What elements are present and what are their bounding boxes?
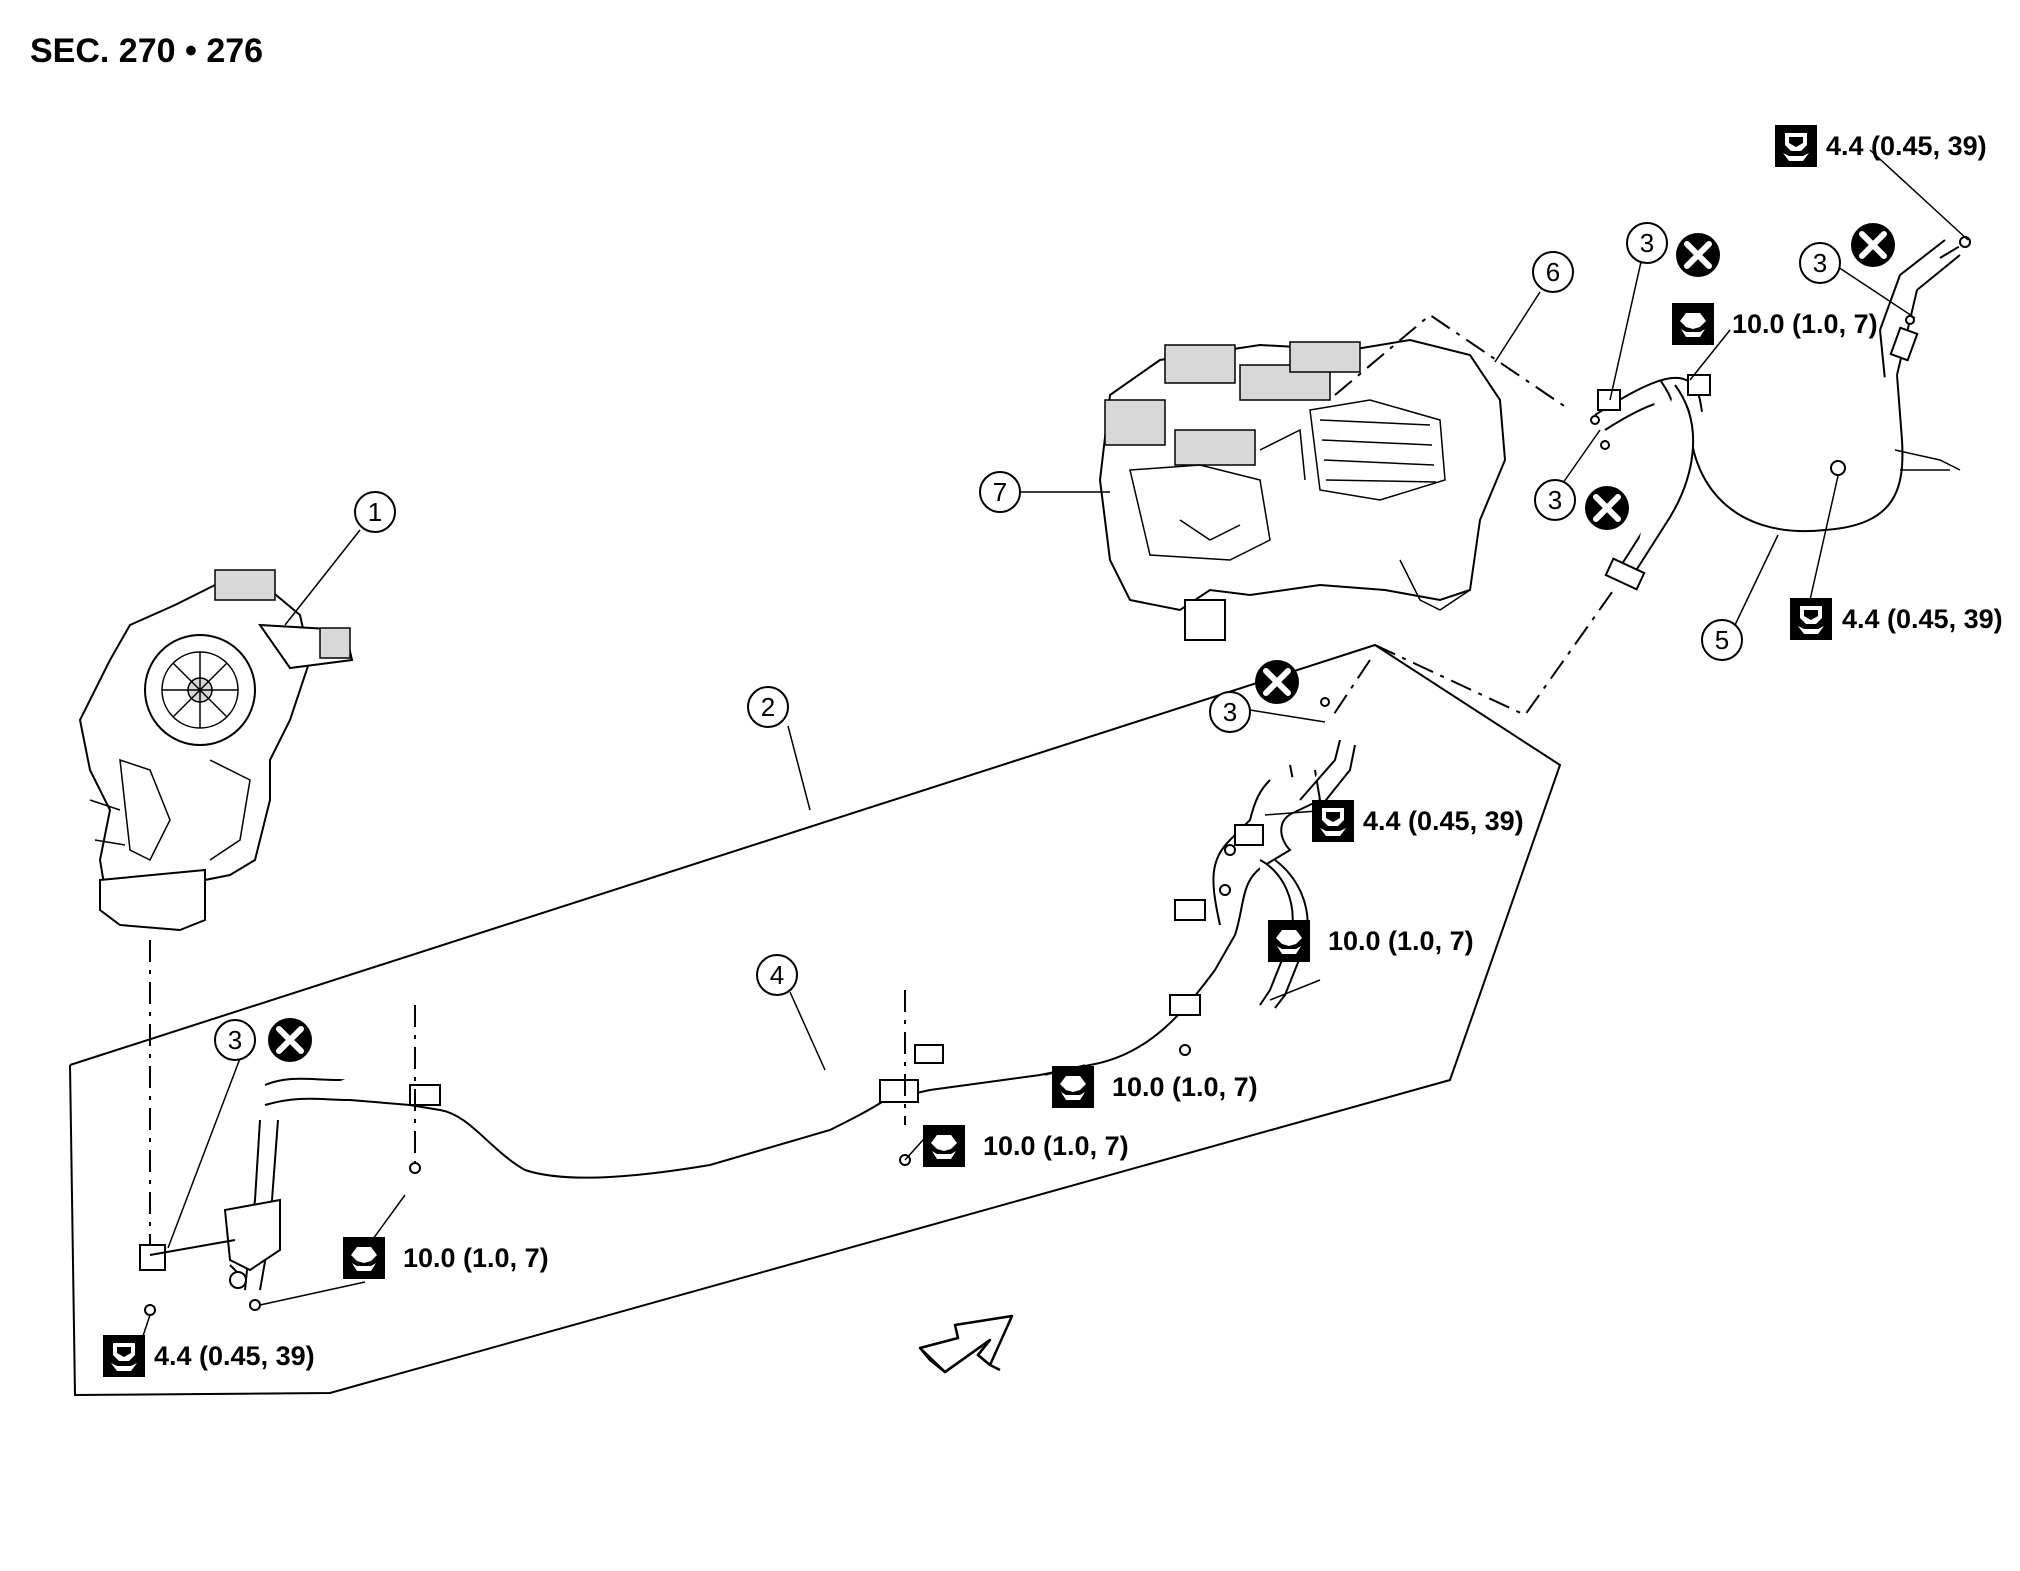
svg-text:10.0 (1.0, 7): 10.0 (1.0, 7) (1328, 926, 1474, 956)
wrench-bolt-icon (1790, 598, 1832, 640)
wrench-bolt-icon (343, 1237, 385, 1279)
svg-text:4.4 (0.45, 39): 4.4 (0.45, 39) (154, 1341, 315, 1371)
leader-lines (134, 149, 1969, 1361)
wrench-bolt-icon (1312, 800, 1354, 842)
svg-text:1: 1 (368, 497, 382, 527)
callout-6: 6 (1532, 251, 1574, 293)
wrench-bolt-icon (923, 1125, 965, 1167)
callout-3-top-right: 3 (1799, 242, 1841, 284)
unit-link-dashline (1374, 587, 1616, 717)
wrench-bolt-icon (1268, 920, 1310, 962)
callout-1: 1 (354, 491, 396, 533)
svg-text:6: 6 (1546, 257, 1560, 287)
callout-4: 4 (756, 954, 798, 996)
torque-spec-left-4-4: 4.4 (0.45, 39) (103, 1335, 315, 1377)
torque-spec-right-4-4: 4.4 (0.45, 39) (1790, 598, 2003, 640)
svg-text:3: 3 (1640, 228, 1654, 258)
connector-guide-line (1329, 659, 1371, 721)
upper-hose-guide-line (1939, 239, 1971, 259)
callout-3-left: 3 (214, 1019, 256, 1061)
torque-spec-center-10a: 10.0 (1.0, 7) (1052, 1066, 1258, 1108)
svg-text:10.0 (1.0, 7): 10.0 (1.0, 7) (1732, 309, 1878, 339)
wrench-bolt-icon (1775, 125, 1817, 167)
svg-text:10.0 (1.0, 7): 10.0 (1.0, 7) (983, 1131, 1129, 1161)
svg-text:10.0 (1.0, 7): 10.0 (1.0, 7) (1112, 1072, 1258, 1102)
svg-text:4.4 (0.45, 39): 4.4 (0.45, 39) (1363, 806, 1524, 836)
refrigerant-hose-5 (1594, 239, 1961, 591)
do-not-reuse-x-icon (268, 1018, 312, 1062)
svg-text:2: 2 (761, 692, 775, 722)
section-title: SEC. 270 • 276 (30, 32, 263, 70)
wrench-bolt-icon (1052, 1066, 1094, 1108)
heater-unit (1098, 338, 1507, 641)
svg-text:4.4 (0.45, 39): 4.4 (0.45, 39) (1842, 604, 2003, 634)
svg-text:4.4 (0.45, 39): 4.4 (0.45, 39) (1826, 131, 1987, 161)
svg-text:10.0 (1.0, 7): 10.0 (1.0, 7) (403, 1243, 549, 1273)
do-not-reuse-x-icon (1255, 660, 1299, 704)
svg-text:7: 7 (993, 477, 1007, 507)
svg-text:3: 3 (1548, 485, 1562, 515)
blower-unit (78, 569, 354, 932)
do-not-reuse-x-icon (1851, 223, 1895, 267)
do-not-reuse-x-icon (1676, 233, 1720, 277)
callout-2: 2 (747, 686, 789, 728)
heater-pipe-4 (139, 739, 1356, 1291)
callout-3-mid-right: 3 (1534, 479, 1576, 521)
torque-spec-left-10: 10.0 (1.0, 7) (343, 1237, 549, 1279)
torque-spec-right-10: 10.0 (1.0, 7) (1672, 303, 1878, 345)
wrench-bolt-icon (1672, 303, 1714, 345)
svg-text:3: 3 (1813, 248, 1827, 278)
wrench-bolt-icon (103, 1335, 145, 1377)
do-not-reuse-x-icon (1585, 486, 1629, 530)
torque-spec-top-right: 4.4 (0.45, 39) (1775, 125, 1987, 167)
front-direction-arrow-icon (918, 1314, 1014, 1374)
svg-text:5: 5 (1715, 625, 1729, 655)
svg-text:3: 3 (1223, 697, 1237, 727)
callout-3-center: 3 (1209, 691, 1251, 733)
callout-5: 5 (1701, 619, 1743, 661)
torque-spec-mid-4-4: 4.4 (0.45, 39) (1312, 800, 1524, 842)
torque-spec-mid-10: 10.0 (1.0, 7) (1268, 920, 1474, 962)
callout-3-top-center: 3 (1626, 222, 1668, 264)
torque-spec-center-10b: 10.0 (1.0, 7) (923, 1125, 1129, 1167)
svg-text:4: 4 (770, 960, 784, 990)
svg-text:3: 3 (228, 1025, 242, 1055)
callout-7: 7 (979, 471, 1021, 513)
